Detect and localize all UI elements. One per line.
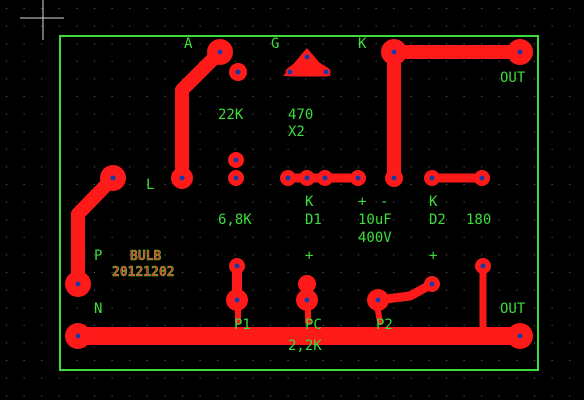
pad-22k-top[interactable] bbox=[228, 152, 244, 168]
pad-g-right[interactable] bbox=[323, 69, 329, 75]
pad-6-8k[interactable] bbox=[229, 258, 245, 274]
label-p: P bbox=[94, 248, 102, 264]
pad-n-bus[interactable] bbox=[65, 323, 91, 349]
label-6-8k: 6,8K bbox=[218, 212, 252, 228]
pad-a[interactable] bbox=[207, 39, 233, 65]
label-470: 470 bbox=[288, 107, 313, 123]
pad-k-top[interactable] bbox=[381, 39, 407, 65]
label-k-top: K bbox=[358, 36, 367, 52]
pad-n[interactable] bbox=[65, 271, 91, 297]
label-cap-voltage: 400V bbox=[358, 230, 392, 246]
gate-pad bbox=[283, 48, 331, 76]
label-out-top: OUT bbox=[500, 70, 526, 86]
pad-a-bottom[interactable] bbox=[171, 167, 193, 189]
logo-line1: BULB bbox=[130, 249, 161, 264]
pad-g-left[interactable] bbox=[287, 69, 293, 75]
trace-a bbox=[175, 45, 227, 185]
logo-line2: 20121202 bbox=[112, 265, 175, 280]
pad-d1-4[interactable] bbox=[350, 170, 366, 186]
label-d1: D1 bbox=[305, 212, 322, 228]
pad-d1-1[interactable] bbox=[280, 170, 296, 186]
label-out-bottom: OUT bbox=[500, 301, 526, 317]
pad-d1-3[interactable] bbox=[317, 170, 333, 186]
pad-p1[interactable] bbox=[226, 289, 248, 311]
label-p1: P1 bbox=[234, 317, 251, 333]
pad-180[interactable] bbox=[475, 258, 491, 274]
label-k-d2: K bbox=[429, 194, 438, 210]
label-plus-right: + bbox=[429, 248, 437, 264]
label-plus-cap: + bbox=[358, 194, 366, 210]
pad-pc[interactable] bbox=[296, 289, 318, 311]
label-2-2k: 2,2K bbox=[288, 338, 322, 354]
pads bbox=[65, 39, 533, 349]
silkscreen-labels: A G K OUT 22K 470 X2 L K D1 + - 10uF 400… bbox=[94, 36, 526, 354]
label-180: 180 bbox=[466, 212, 491, 228]
pad-d2-1[interactable] bbox=[424, 170, 440, 186]
board-outline bbox=[59, 35, 539, 371]
label-x2: X2 bbox=[288, 124, 305, 140]
pad-p2[interactable] bbox=[367, 289, 389, 311]
label-d2: D2 bbox=[429, 212, 446, 228]
trace-l-n bbox=[71, 171, 120, 291]
label-22k: 22K bbox=[218, 107, 244, 123]
pad-22k-bottom[interactable] bbox=[228, 170, 244, 186]
copper-logo: BULB 20121202 bbox=[112, 249, 175, 281]
label-a: A bbox=[184, 36, 193, 52]
label-pc: PC bbox=[305, 317, 322, 333]
pad-a2[interactable] bbox=[229, 63, 247, 81]
pad-d2-2[interactable] bbox=[474, 170, 490, 186]
pad-out-bottom[interactable] bbox=[507, 323, 533, 349]
label-l: L bbox=[146, 177, 154, 193]
label-n: N bbox=[94, 301, 102, 317]
crosshair-icon bbox=[20, 0, 64, 40]
label-minus-cap: - bbox=[380, 194, 388, 210]
pad-cap-plus[interactable] bbox=[424, 276, 440, 292]
pad-l[interactable] bbox=[100, 165, 126, 191]
label-cap-value: 10uF bbox=[358, 212, 392, 228]
label-g: G bbox=[271, 36, 279, 52]
label-k-d1: K bbox=[305, 194, 314, 210]
pad-d1-2[interactable] bbox=[299, 170, 315, 186]
label-p2: P2 bbox=[376, 317, 393, 333]
pad-pc-top[interactable] bbox=[298, 275, 316, 293]
pad-g-top[interactable] bbox=[304, 54, 310, 60]
pad-out-top[interactable] bbox=[507, 39, 533, 65]
pad-k-bottom[interactable] bbox=[385, 169, 403, 187]
label-plus-mid: + bbox=[305, 248, 313, 264]
